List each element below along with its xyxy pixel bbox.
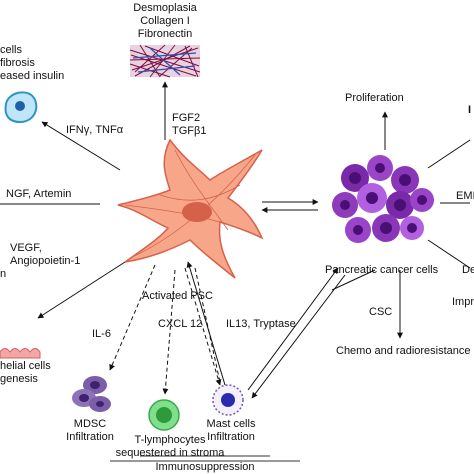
immunosuppression-label: Immunosuppression: [155, 461, 255, 473]
ngf-label: NGF, Artemin: [6, 188, 72, 200]
t-lymphocyte-line-1: T-lymphocytes: [134, 434, 206, 446]
mast-cells-label: Mast cells Infiltration: [200, 418, 262, 444]
cxcl12-label: CXCL 12: [158, 318, 203, 330]
emt-fragment-label: EMI: [456, 190, 474, 202]
mdsc-line-1: MDSC: [73, 418, 107, 430]
mdsc-line-2: Infiltration: [66, 431, 114, 443]
vegf-line-2: Angiopoietin-1: [10, 255, 81, 267]
fgf-label: FGF2 TGFβ1: [172, 112, 206, 138]
left-fragment-n: n: [0, 268, 7, 280]
fgf-line-2: TGFβ1: [172, 125, 207, 137]
desmoplasia-label: Desmoplasia Collagen I Fibronectin: [120, 2, 210, 41]
ecm-fiber-mesh-icon: [129, 44, 201, 78]
t-lymphocyte-icon: [148, 399, 180, 431]
beta-cells-line-2: fibrosis: [0, 57, 35, 69]
endothelial-cells-icon: [0, 348, 41, 359]
mast-cell-icon: [212, 384, 244, 416]
mdsc-label: MDSC Infiltration: [60, 418, 120, 444]
right-fragment-top: I: [468, 104, 472, 116]
desmoplasia-line-2: Collagen I: [140, 15, 190, 27]
acinar-cell-icon: [4, 91, 38, 124]
vegf-line-1: VEGF,: [10, 242, 42, 254]
t-lymphocyte-line-2: sequestered in stroma: [115, 447, 225, 459]
endothelial-line-2: genesis: [0, 373, 38, 385]
pancreatic-cancer-cells-icon: [332, 155, 434, 243]
mast-cells-line-2: Infiltration: [207, 431, 255, 443]
desmoplasia-line-1: Desmoplasia: [133, 2, 197, 14]
mast-cells-line-1: Mast cells: [206, 418, 256, 430]
mdsc-cells-icon: [72, 376, 111, 412]
chemo-radioresistance-label: Chemo and radioresistance: [336, 345, 471, 357]
t-lymphocyte-label: T-lymphocytes sequestered in stroma: [110, 434, 230, 460]
impr-fragment-label: Impr: [452, 296, 474, 308]
vegf-label: VEGF, Angiopoietin-1: [10, 242, 80, 268]
pancreatic-cancer-cells-label: Pancreatic cancer cells: [325, 264, 439, 276]
cytokines-label: IFNγ, TNFα: [66, 124, 124, 136]
endothelial-label: helial cells genesis: [0, 360, 51, 386]
de-fragment-label: De: [462, 264, 474, 276]
endothelial-line-1: helial cells: [0, 360, 51, 372]
activated-psc-cell-icon: [117, 138, 264, 279]
activated-psc-label: Activated PSC: [142, 290, 213, 302]
il13-label: IL13, Tryptase: [226, 318, 296, 330]
proliferation-label: Proliferation: [345, 92, 404, 104]
beta-cells-line-3: eased insulin: [0, 70, 65, 82]
beta-cells-line-1: cells: [0, 44, 23, 56]
beta-cells-label: cells fibrosis eased insulin: [0, 44, 64, 83]
desmoplasia-line-3: Fibronectin: [137, 28, 193, 40]
il6-label: IL-6: [92, 328, 111, 340]
connector-arrows: [0, 81, 471, 462]
fgf-line-1: FGF2: [172, 112, 201, 124]
csc-label: CSC: [369, 306, 393, 318]
